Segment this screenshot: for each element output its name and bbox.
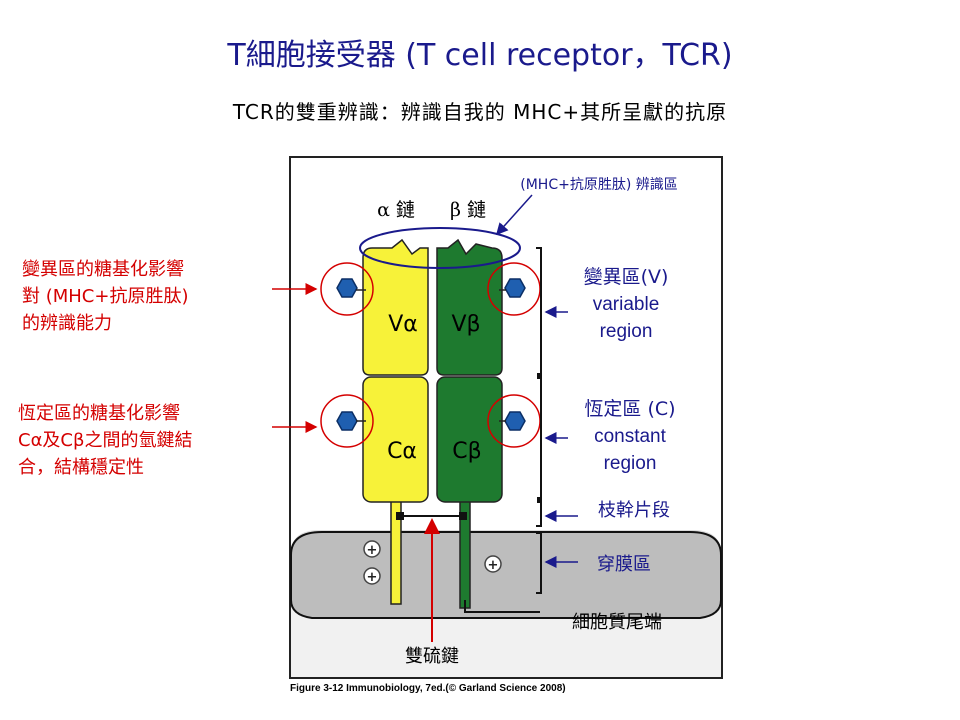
recognition-region-label: (MHC+抗原胜肽) 辨識區: [520, 177, 678, 193]
disulfide-right-dot: [459, 512, 467, 520]
glycan-c-alpha-icon: [336, 411, 358, 431]
glycan-v-beta-icon: [504, 278, 526, 298]
v-alpha-domain: [362, 238, 429, 376]
v-beta-label: Vβ: [451, 312, 480, 337]
disulfide-left-dot: [396, 512, 404, 520]
variable-glycosylation-line-1: 變異區的糖基化影響: [22, 259, 184, 280]
constant-glycosylation-line-3: 合，結構穩定性: [18, 457, 144, 478]
variable-region-zh: 變異區(V): [584, 266, 669, 288]
cell-membrane: [290, 531, 722, 619]
variable-glycosylation-line-2: 對 (MHC+抗原胜肽): [22, 286, 189, 307]
c-beta-label: Cβ: [452, 439, 481, 464]
glycan-c-beta-icon: [504, 411, 526, 431]
v-alpha-label: Vα: [388, 312, 418, 337]
svg-text:+: +: [488, 558, 499, 573]
membrane-bracket: [536, 532, 542, 594]
variable-glycosylation-line-3: 的辨識能力: [22, 313, 112, 334]
recognition-region-ellipse: [359, 227, 521, 269]
charge-plus-1: +: [363, 540, 381, 558]
c-alpha-domain: [362, 376, 429, 503]
constant-region-en-2: region: [604, 453, 657, 474]
constant-region-en-1: constant: [594, 426, 667, 447]
disulfide-bond-label: 雙硫鍵: [405, 646, 459, 667]
stalk-segment-label: 枝幹片段: [598, 500, 670, 521]
svg-text:+: +: [367, 570, 378, 585]
constant-region-zh: 恆定區 (C): [584, 398, 675, 420]
alpha-chain-label: α 鏈: [377, 199, 415, 221]
highlight-circle-v-alpha: [320, 262, 374, 316]
variable-region-en-2: region: [600, 321, 653, 342]
page-subtitle: TCR的雙重辨識：辨識自我的 MHC+其所呈獻的抗原: [232, 100, 728, 124]
svg-text:+: +: [367, 543, 378, 558]
glycan-v-alpha-icon: [336, 278, 358, 298]
transmembrane-label: 穿膜區: [597, 554, 651, 575]
c-alpha-label: Cα: [387, 439, 417, 464]
v-beta-domain: [436, 238, 503, 376]
cytoplasmic-tail-label: 細胞質尾端: [572, 612, 662, 633]
cytoplasmic-tail-line: [464, 600, 540, 613]
page-title: T細胞接受器 (T cell receptor，TCR): [227, 38, 733, 73]
figure-caption: Figure 3-12 Immunobiology, 7ed.(© Garlan…: [290, 683, 566, 694]
charge-plus-3: +: [484, 555, 502, 573]
variable-glycosylation-note: 變異區的糖基化影響 對 (MHC+抗原胜肽) 的辨識能力: [22, 256, 188, 337]
c-beta-domain: [436, 376, 503, 503]
recognition-pointer-arrow: [495, 194, 533, 236]
beta-chain-label: β 鏈: [450, 199, 486, 221]
domain-bracket: [536, 247, 542, 527]
charge-plus-2: +: [363, 567, 381, 585]
constant-glycosylation-note: 恆定區的糖基化影響 Cα及Cβ之間的氫鍵結 合，結構穩定性: [18, 400, 193, 481]
constant-glycosylation-line-1: 恆定區的糖基化影響: [18, 403, 180, 424]
variable-region-en-1: variable: [593, 294, 660, 315]
constant-glycosylation-line-2: Cα及Cβ之間的氫鍵結: [18, 430, 193, 451]
highlight-circle-c-alpha: [320, 394, 374, 448]
